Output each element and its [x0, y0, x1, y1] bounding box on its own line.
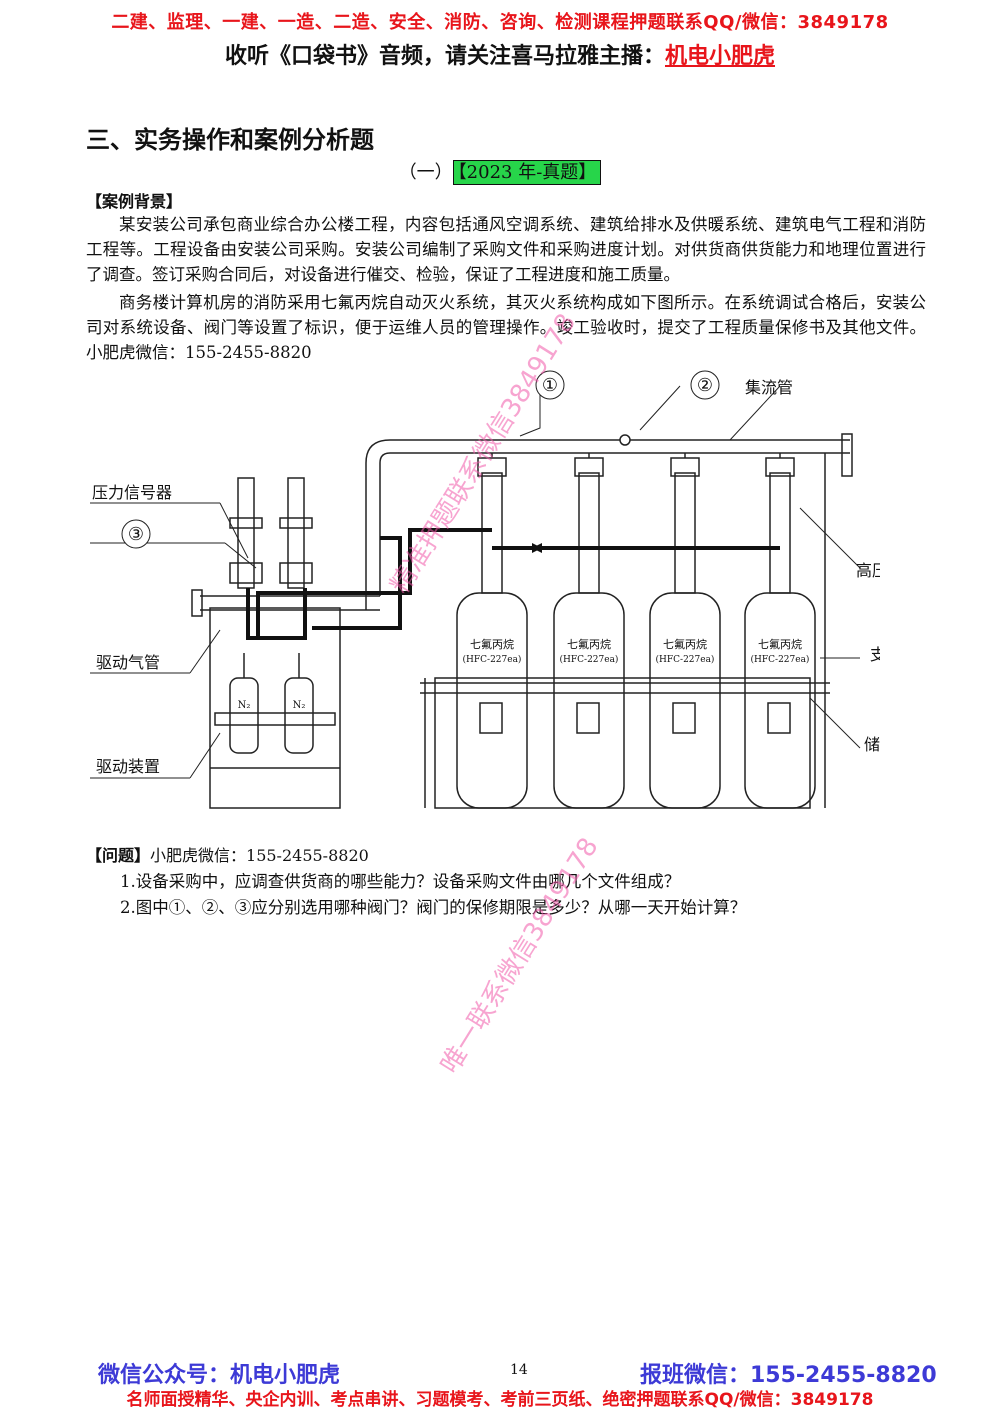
- host-name-link[interactable]: 机电小肥虎: [665, 44, 776, 69]
- questions-contact: 小肥虎微信：155-2455-8820: [150, 846, 369, 865]
- bottle-code-3: (HFC-227ea): [656, 654, 715, 665]
- question-2: 2.图中①、②、③应分别选用哪种阀门？阀门的保修期限是多少？从哪一天开始计算？: [120, 898, 747, 917]
- case-heading: （一）【2023 年-真题】: [0, 158, 1000, 185]
- label-circle-3: ③: [128, 524, 144, 545]
- storage-bottle-3: [649, 592, 721, 809]
- bottle-name-3: 七氟丙烷: [663, 637, 707, 651]
- storage-bottle-2: [553, 592, 625, 809]
- label-drive-gas-pipe: 驱动气管: [96, 653, 160, 672]
- bracket-frame: [434, 677, 811, 809]
- questions-label: 【问题】: [86, 846, 151, 865]
- background-paragraph-1: 某安装公司承包商业综合办公楼工程，内容包括通风空调系统、建筑给排水及供暖系统、建…: [86, 215, 926, 284]
- case-tag: 【2023 年-真题】: [452, 160, 602, 185]
- footer-enroll: 报班微信：155-2455-8820: [640, 1363, 937, 1388]
- drive-gas-pipe-2: [256, 528, 492, 638]
- case-number: （一）: [398, 162, 453, 183]
- bottle-code-2: (HFC-227ea): [560, 654, 619, 665]
- drive-gas-pipe-3: [312, 536, 402, 630]
- label-bracket: 支架: [870, 645, 880, 664]
- bottle-code-4: (HFC-227ea): [751, 654, 810, 665]
- background-label: 【案例背景】: [86, 192, 183, 211]
- bottle-name-2: 七氟丙烷: [567, 637, 611, 651]
- drive-gas-pipe-1: [246, 588, 307, 640]
- storage-bottle-4: [744, 592, 816, 809]
- listen-prefix: 收听《口袋书》音频，请关注喜马拉雅主播：: [224, 44, 665, 69]
- storage-bottle-1: [456, 592, 528, 809]
- bottle-code-1: (HFC-227ea): [463, 654, 522, 665]
- footer-wechat-public: 微信公众号：机电小肥虎: [98, 1363, 341, 1388]
- section-title: 三、实务操作和案例分析题: [86, 126, 374, 154]
- n2-bottle-2: [284, 677, 314, 754]
- label-manifold: 集流管: [745, 378, 793, 397]
- bottle-name-4: 七氟丙烷: [758, 637, 802, 651]
- label-pressure-signal: 压力信号器: [92, 483, 172, 502]
- drive-device-cabinet: [209, 607, 341, 809]
- label-storage-bottle: 储存瓶: [864, 735, 880, 754]
- promo-header: 二建、监理、一建、一造、二造、安全、消防、咨询、检测课程押题联系QQ/微信：38…: [111, 12, 889, 33]
- label-circle-1: ①: [542, 375, 558, 396]
- question-1: 1.设备采购中，应调查供货商的哪些能力？设备采购文件由哪几个文件组成？: [120, 872, 681, 891]
- label-high-pressure-hose: 高压软管: [856, 561, 880, 580]
- questions-heading: 【问题】小肥虎微信：155-2455-8820: [86, 842, 369, 866]
- n2-label-1: N₂: [238, 700, 251, 711]
- page-number: 14: [510, 1362, 528, 1378]
- label-circle-2: ②: [697, 375, 713, 396]
- n2-bottle-1: [229, 677, 259, 754]
- fire-suppression-diagram: ① ② ③ 压力信号器 驱动气管 驱动装置 集流管 高压软管 支架 储存瓶 N₂…: [90, 370, 880, 809]
- bottle-name-1: 七氟丙烷: [470, 637, 514, 651]
- label-drive-device: 驱动装置: [96, 757, 160, 776]
- background-paragraph-2: 商务楼计算机房的消防采用七氟丙烷自动灭火系统，其灭火系统构成如下图所示。在系统调…: [86, 293, 926, 362]
- safety-valve-symbol: [619, 434, 631, 446]
- n2-label-2: N₂: [293, 700, 306, 711]
- listen-banner: 收听《口袋书》音频，请关注喜马拉雅主播：机电小肥虎: [0, 38, 1000, 70]
- footer-promo: 名师面授精华、央企内训、考点串讲、习题模考、考前三页纸、绝密押题联系QQ/微信：…: [126, 1390, 874, 1410]
